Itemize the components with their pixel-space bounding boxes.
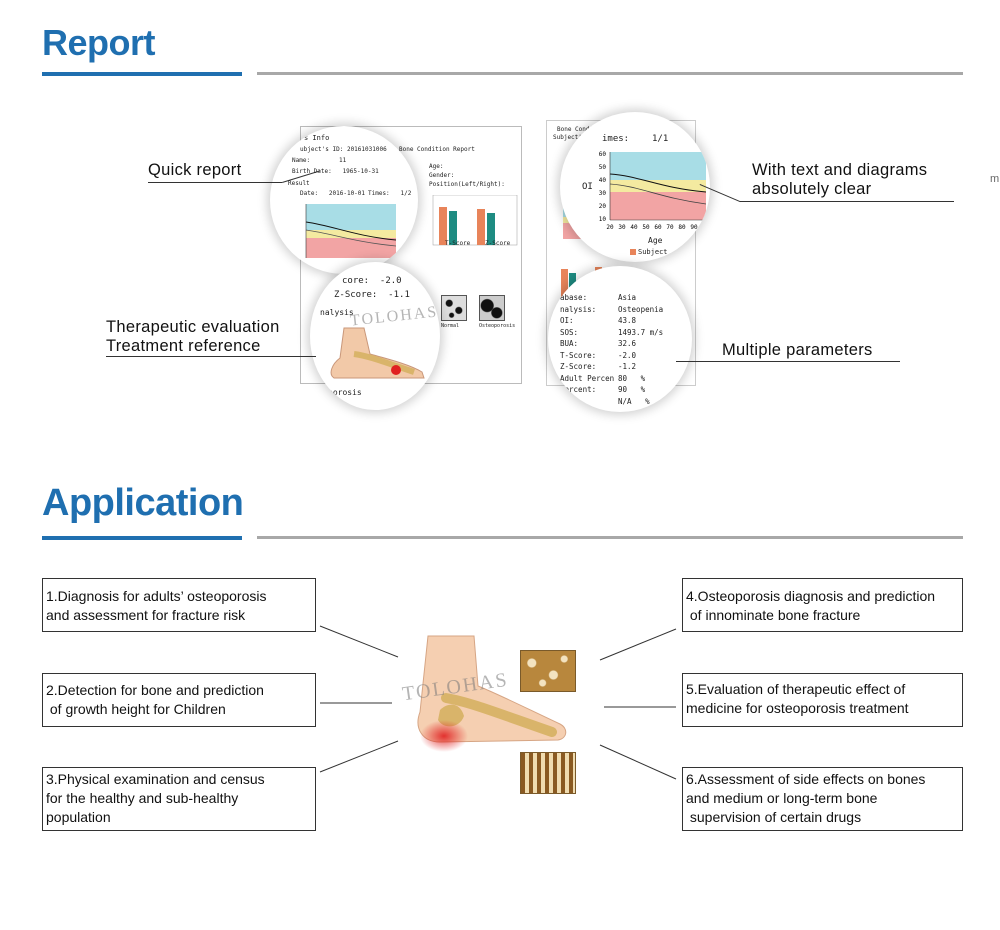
param-row: Percent:90 % [560,385,646,394]
application-item-2: 2.Detection for bone and prediction of g… [42,673,316,727]
rmag-legend-subject: Subject [638,248,668,256]
doc-label-osteoporosis: Osteoporosis [479,323,516,329]
rmag-xlabel: Age [648,236,663,245]
rmag-times-label: imes: [602,134,630,144]
rdoc-subject-id: Subject's ID: [553,134,600,141]
mag-result: Result [288,180,310,187]
x-tick-label: 100 [701,224,710,231]
rmag-ylabel: OI [582,182,593,192]
callout-line-quick-report [148,182,282,183]
application-title: Application [42,482,244,524]
param-row: SOS:1493.7 m/s [560,327,664,337]
rmag-legend-swatch-subject [630,249,636,255]
x-tick-label: 40 [630,224,638,231]
param-row: OI:43.8 [560,316,637,325]
mag-porosis: porosis [328,388,362,397]
param-row: abase:Asia [560,293,637,302]
doc-bar-label-t: T-Score [445,240,471,247]
doc-bar-chart [432,195,518,246]
y-tick-label: 10 [599,216,607,223]
param-row: N/A % [618,396,650,406]
rmag-times-value: 1/1 [652,134,669,144]
doc-bar-label-z: Z-Score [485,240,511,247]
application-divider [257,536,963,539]
report-title: Report [42,22,156,63]
mag-oi-chart [305,204,397,258]
x-tick-label: 80 [678,224,686,231]
mag-name: Name: 11 [292,157,347,164]
callout-line-text-diagrams [740,201,954,202]
callout-multiple-params: Multiple parameters [722,341,873,359]
mag-date: Date: 2016-10-01 [300,190,366,197]
magnifier-parameters: abase:Asia nalysis:Osteopenia OI:43.8 SO… [548,266,692,412]
bone-texture-bottom [520,752,576,794]
callout-line-therapeutic [106,356,316,357]
x-tick-label: 60 [654,224,662,231]
param-row: BUA:32.6 [560,339,637,348]
x-tick-label: 50 [642,224,650,231]
y-tick-label: 60 [599,151,607,158]
report-divider [257,72,963,75]
margin-fragment: m [990,173,1000,185]
application-title-underline [42,536,242,540]
mag-subject-id: ubject's ID: 20161031006 [300,146,387,153]
x-tick-label: 90 [690,224,698,231]
param-row: Z-Score:-1.2 [560,362,637,371]
x-tick-label: 20 [606,224,614,231]
application-item-5: 5.Evaluation of therapeutic effect of me… [682,673,963,727]
mag-foot-illustration [330,327,425,379]
doc-header: Bone Condition Report [399,146,475,153]
y-tick-label: 20 [599,203,607,210]
mag-birth-date: Birth Date: 1965-10-31 [292,168,379,175]
y-tick-label: 50 [599,164,607,171]
application-item-3: 3.Physical examination and census for th… [42,767,316,831]
param-row: nalysis:Osteopenia [560,304,664,314]
bone-texture-top [520,650,576,692]
callout-text-diagrams: With text and diagrams absolutely clear [752,161,928,198]
doc-age-label: Age: [429,163,444,170]
x-tick-label: 70 [666,224,674,231]
mag-t-score: core: -2.0 [342,276,402,286]
doc-label-normal: Normal [441,323,460,329]
doc-bone-image-normal [441,295,467,321]
application-item-6: 6.Assessment of side effects on bones an… [682,767,963,831]
magnifier-foot-scores: core: -2.0 Z-Score: -1.1 nalysis porosis [310,262,440,410]
rmag-params-list: abase:Asia nalysis:Osteopenia OI:43.8 SO… [560,292,663,407]
application-foot-illustration [417,635,567,752]
doc-bone-image-osteoporosis [479,295,505,321]
application-item-1: 1.Diagnosis for adults’ osteoporosis and… [42,578,316,632]
y-tick-label: 40 [599,177,607,184]
report-title-underline [42,72,242,76]
y-tick-label: 30 [599,190,607,197]
mag-analysis: nalysis [320,308,354,317]
mag-z-score: Z-Score: -1.1 [334,290,410,300]
x-tick-label: 30 [618,224,626,231]
callout-quick-report: Quick report [148,161,242,179]
mag-times: Times: 1/2 [368,190,412,197]
mag-subject-info: s Info [304,134,330,142]
callout-line-multiple-params [676,361,900,362]
doc-gender-label: Gender: [429,172,455,179]
param-row: T-Score:-2.0 [560,350,637,360]
magnifier-patient-info: s Info ubject's ID: 20161031006 Name: 11… [270,126,418,274]
callout-therapeutic: Therapeutic evaluation Treatment referen… [106,318,280,355]
application-item-4: 4.Osteoporosis diagnosis and prediction … [682,578,963,632]
doc-position-label: Position(Left/Right): [429,181,505,188]
